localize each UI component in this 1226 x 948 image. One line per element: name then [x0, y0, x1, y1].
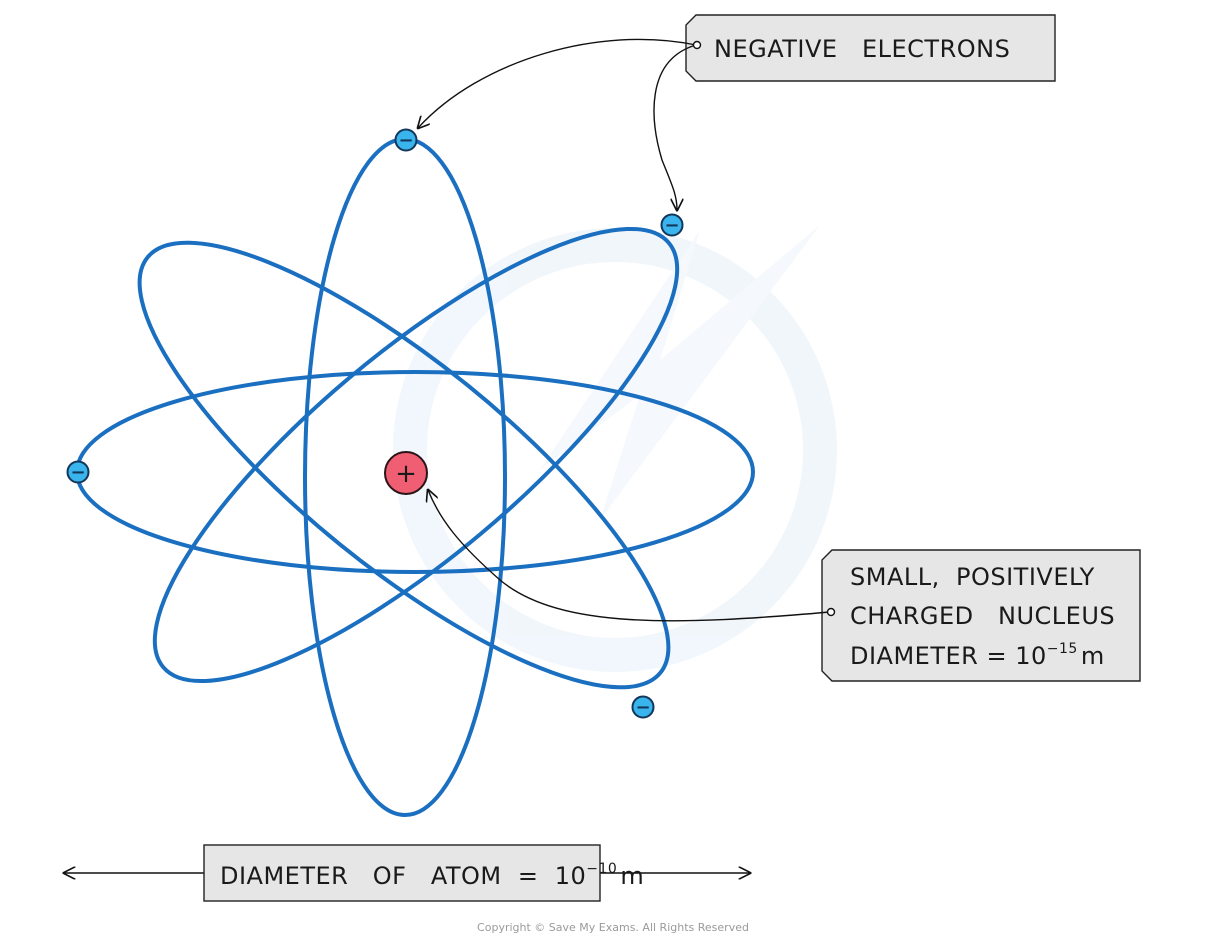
electron: − — [66, 460, 90, 484]
electron-pointer-arrow — [653, 44, 697, 210]
nucleus-label: SMALL, POSITIVELY CHARGED NUCLEUS DIAMET… — [821, 549, 1141, 682]
electron-symbol: − — [635, 697, 650, 718]
electrons-label-text: NEGATIVE ELECTRONS — [714, 35, 1010, 63]
atom-diameter-exponent: −10 — [586, 861, 617, 877]
label-box — [203, 844, 601, 902]
electron-symbol: − — [398, 130, 413, 151]
watermark-logo — [393, 225, 837, 672]
copyright-notice: Copyright © Save My Exams. All Rights Re… — [477, 921, 749, 934]
label-box — [821, 549, 1141, 682]
nucleus-diameter-exponent: −15 — [1047, 641, 1078, 657]
nucleus-symbol: + — [395, 459, 417, 489]
electrons-label: NEGATIVE ELECTRONS — [685, 14, 1056, 82]
electron-symbol: − — [664, 215, 679, 236]
electron: − — [631, 695, 655, 719]
atom-diameter-unit: m — [620, 862, 644, 890]
nucleus-pointer-arrow — [428, 490, 831, 622]
label-box — [685, 14, 1056, 82]
electron: − — [394, 128, 418, 152]
nucleus-label-line-1: SMALL, POSITIVELY — [850, 563, 1095, 591]
atom-diameter-text: DIAMETER OF ATOM = 10 — [220, 862, 586, 890]
nucleus-label-line-2: CHARGED NUCLEUS — [850, 602, 1115, 630]
orbit-diagonal-down — [137, 240, 671, 690]
nucleus-diameter-unit: m — [1081, 642, 1105, 670]
pointer-dot — [826, 607, 836, 617]
electron-pointer-arrow — [418, 38, 697, 128]
orbit-diagonal-up — [152, 226, 680, 684]
electron: − — [660, 213, 684, 237]
pointer-dot — [692, 40, 702, 50]
nucleus-diameter-text: DIAMETER = 10 — [850, 642, 1047, 670]
nucleus: + — [384, 451, 428, 495]
electron-symbol: − — [70, 462, 85, 483]
